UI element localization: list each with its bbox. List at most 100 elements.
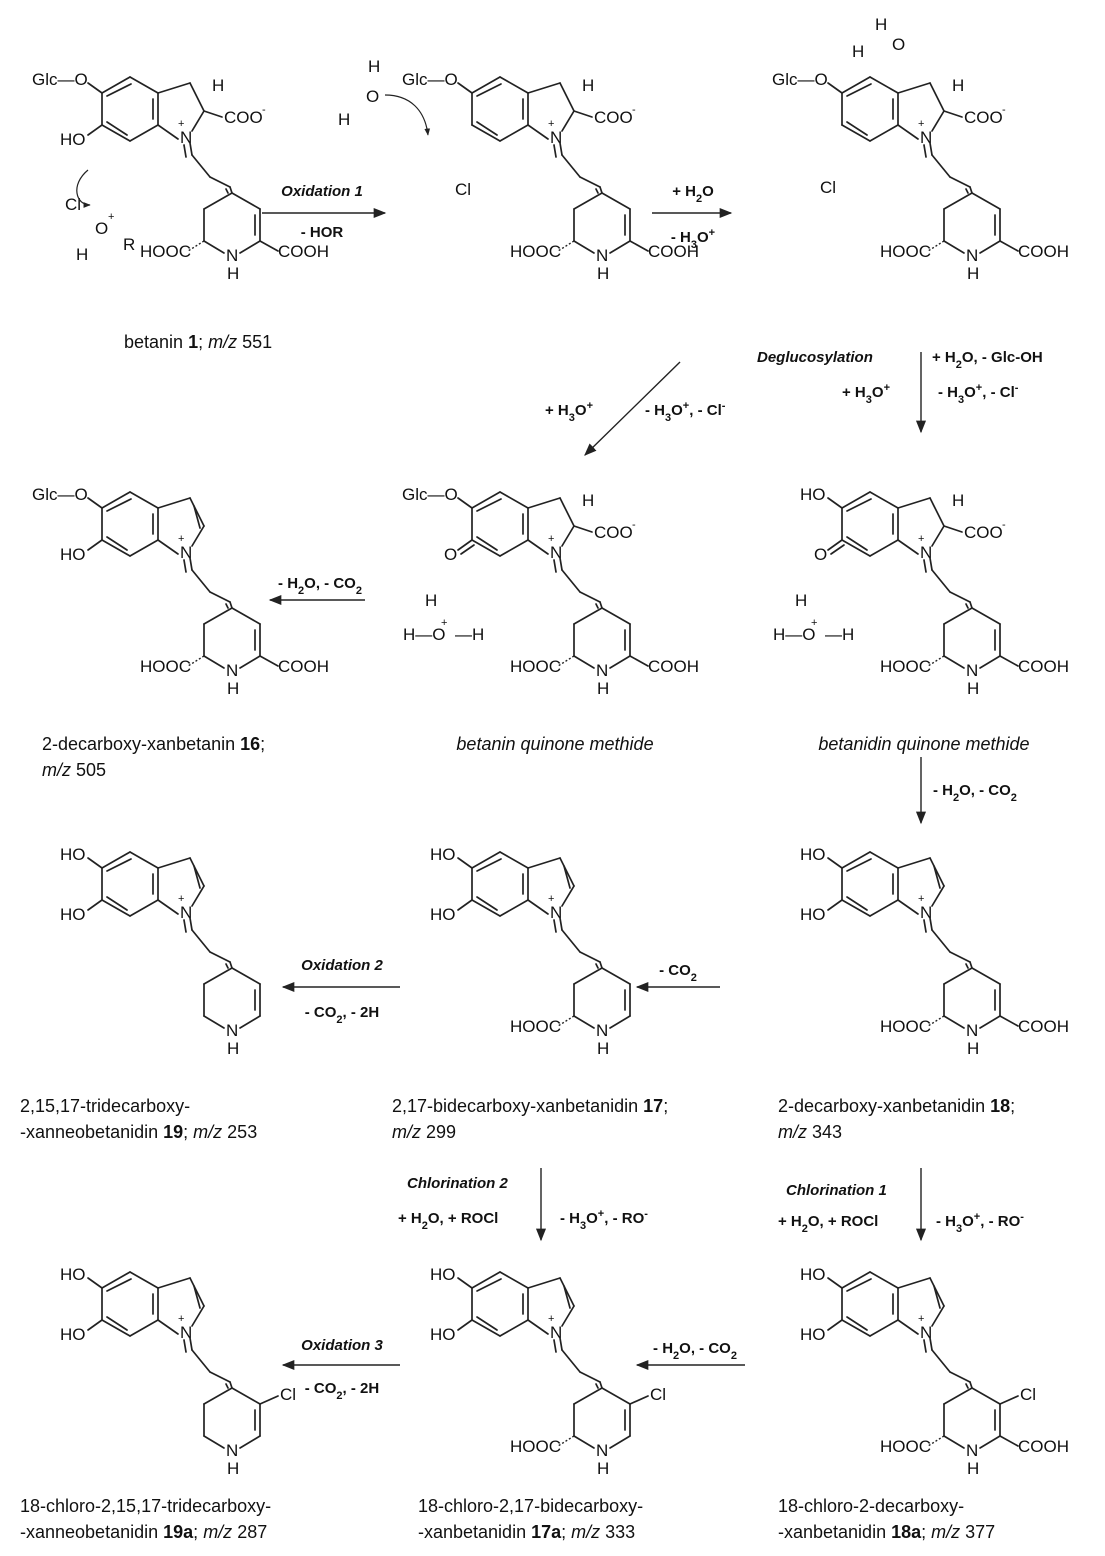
charge-plus: + <box>178 1313 184 1325</box>
glc-o-label: Glc—O <box>402 70 458 89</box>
glc-o-label: Glc—O <box>32 485 88 504</box>
caption-16-l1: 2-decarboxy-xanbetanin 16; <box>42 734 265 754</box>
caption-18-l1: 2-decarboxy-xanbetanidin 18; <box>778 1096 1015 1116</box>
o-label: O <box>366 87 379 106</box>
cooh-label: COOH <box>278 242 329 261</box>
coo-label: COO <box>964 108 1003 127</box>
cond-oxidation2-sub: - CO2, - 2H <box>305 1004 379 1026</box>
charge-plus: + <box>918 1313 924 1325</box>
cl-label: Cl <box>280 1385 296 1404</box>
o-label: O <box>892 35 905 54</box>
cond-chlor2-right: - H3O+, - RO- <box>560 1208 648 1232</box>
hooc-label: HOOC <box>510 1017 561 1036</box>
glc-o-label: Glc—O <box>772 70 828 89</box>
caption-17-l2: m/z 299 <box>392 1122 456 1142</box>
cond-deglu-right: - H3O+, - Cl- <box>938 382 1019 406</box>
keto-o: O <box>814 545 827 564</box>
ring-n: N <box>226 1021 238 1040</box>
cooh-label: COOH <box>648 242 699 261</box>
caption-18a-l1: 18-chloro-2-decarboxy- <box>778 1496 964 1516</box>
atom-n: N <box>920 903 932 922</box>
ring-n: N <box>596 661 608 680</box>
cond-deglu-title: Deglucosylation <box>757 349 873 366</box>
cond-oxidation2: Oxidation 2 <box>301 957 383 974</box>
cl-label: Cl <box>65 195 81 214</box>
ring-nh: H <box>597 1459 609 1478</box>
ring-nh: H <box>967 679 979 698</box>
cooh-label: COOH <box>1018 242 1069 261</box>
cl-label: Cl <box>650 1385 666 1404</box>
ring-nh: H <box>227 1039 239 1058</box>
hooc-label: HOOC <box>880 242 931 261</box>
hooc-label: HOOC <box>510 657 561 676</box>
caption-19-l2: -xanneobetanidin 19; m/z 253 <box>20 1122 257 1142</box>
caption-18-l2: m/z 343 <box>778 1122 842 1142</box>
o-label: O <box>95 219 108 238</box>
ring-nh: H <box>597 264 609 283</box>
atom-n: N <box>550 1323 562 1342</box>
atom-n: N <box>180 543 192 562</box>
cooh-label: COOH <box>1018 1017 1069 1036</box>
cond-water-bottom: - H3O+ <box>671 227 715 251</box>
caption-betanin-qm: betanin quinone methide <box>456 734 653 754</box>
keto-o: O <box>444 545 457 564</box>
ho-label: HO <box>60 1265 86 1284</box>
h-label: H <box>795 591 807 610</box>
h-label: H <box>952 76 964 95</box>
r-label: R <box>123 235 135 254</box>
atom-n: N <box>920 128 932 147</box>
h-label: —H <box>825 625 854 644</box>
cooh-label: COOH <box>278 657 329 676</box>
charge-plus: + <box>108 211 114 223</box>
ho-label: H—O <box>773 625 816 644</box>
charge-plus: + <box>178 533 184 545</box>
ho-label: HO <box>60 905 86 924</box>
hooc-label: HOOC <box>880 657 931 676</box>
h-label: H <box>582 491 594 510</box>
charge-minus: - <box>1002 104 1006 116</box>
charge-plus: + <box>178 893 184 905</box>
cond-oxidation3-sub: - CO2, - 2H <box>305 1380 379 1402</box>
charge-minus: - <box>262 104 266 116</box>
hooc-label: HOOC <box>140 657 191 676</box>
charge-plus: + <box>918 118 924 130</box>
ring-n: N <box>966 661 978 680</box>
glc-o-label: Glc—O <box>402 485 458 504</box>
ho-label: HO <box>430 1265 456 1284</box>
caption-19a-l2: -xanneobetanidin 19a; m/z 287 <box>20 1522 267 1542</box>
ring-nh: H <box>227 1459 239 1478</box>
caption-16-l2: m/z 505 <box>42 760 106 780</box>
ring-n: N <box>596 1441 608 1460</box>
cond-deglu-left: + H3O+ <box>842 382 890 406</box>
cond-decarb17a: - H2O, - CO2 <box>653 1340 737 1362</box>
charge-plus: + <box>548 118 554 130</box>
atom-n: N <box>550 903 562 922</box>
ring-n: N <box>226 246 238 265</box>
caption-17a-l2: -xanbetanidin 17a; m/z 333 <box>418 1522 635 1542</box>
h-label: H <box>368 57 380 76</box>
caption-betanidin-qm: betanidin quinone methide <box>818 734 1029 754</box>
ho-label: HO <box>60 845 86 864</box>
charge-minus: - <box>632 519 636 531</box>
coo-label: COO <box>964 523 1003 542</box>
caption-17a-l1: 18-chloro-2,17-bidecarboxy- <box>418 1496 643 1516</box>
ring-nh: H <box>227 679 239 698</box>
coo-label: COO <box>594 523 633 542</box>
cond-chlor1-left: + H2O, + ROCl <box>778 1213 878 1235</box>
ho-label: HO <box>800 1325 826 1344</box>
ho-label: HO <box>800 845 826 864</box>
charge-plus: + <box>548 893 554 905</box>
ring-n: N <box>966 1021 978 1040</box>
ring-nh: H <box>967 264 979 283</box>
caption-19-l1: 2,15,17-tridecarboxy- <box>20 1096 190 1116</box>
charge-plus: + <box>918 533 924 545</box>
ring-n: N <box>596 1021 608 1040</box>
atom-n: N <box>550 128 562 147</box>
